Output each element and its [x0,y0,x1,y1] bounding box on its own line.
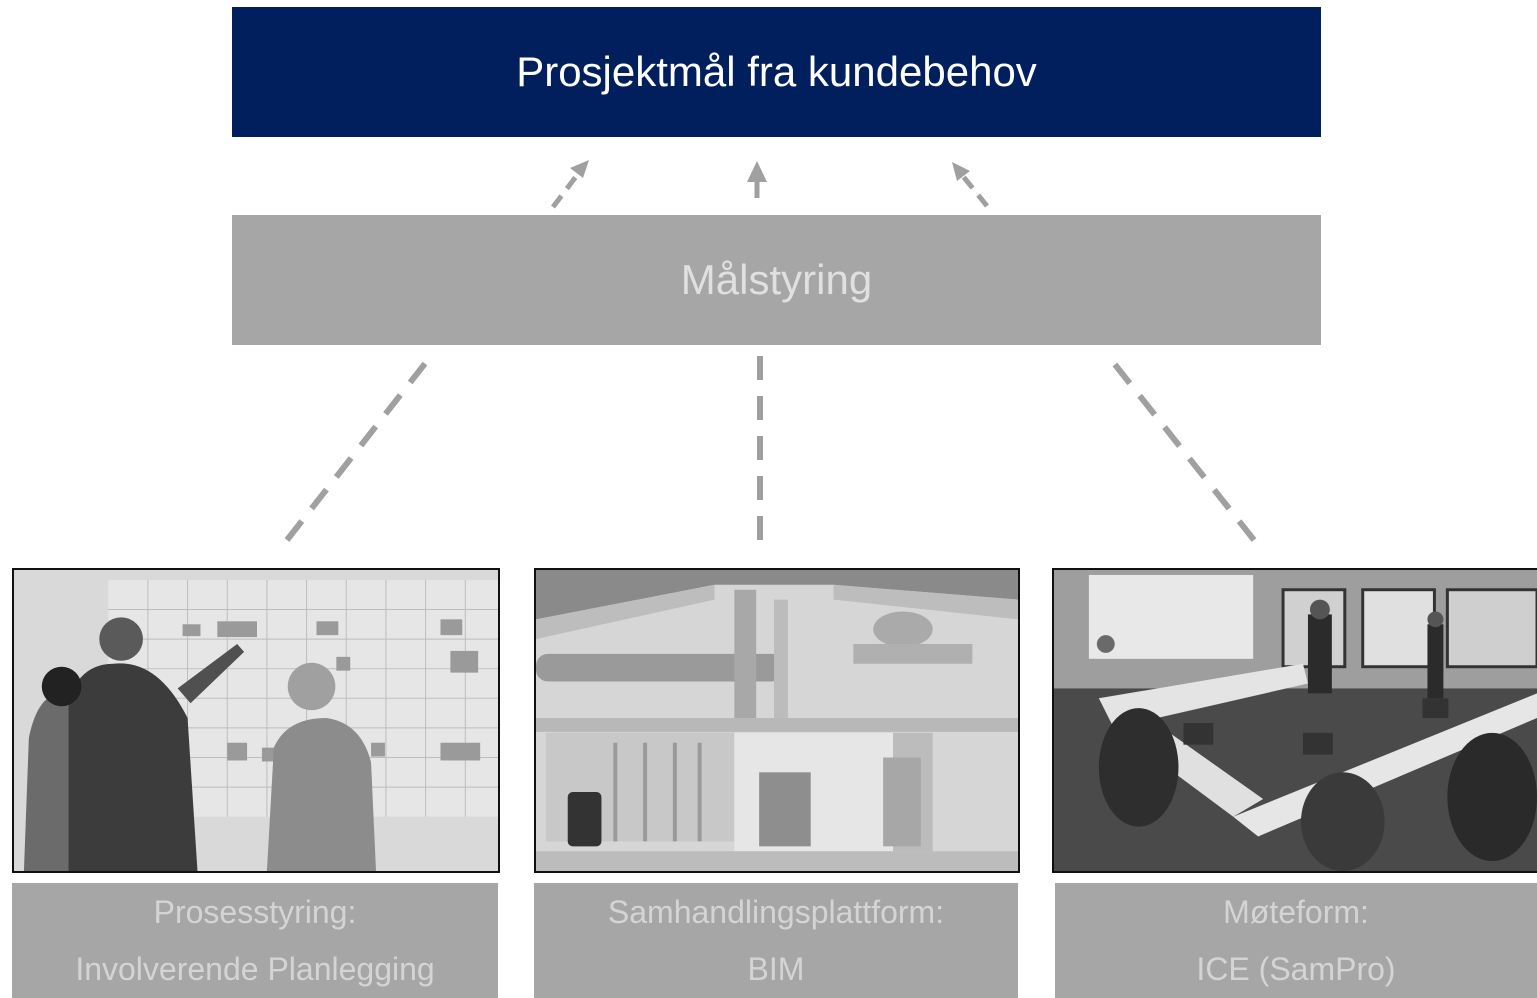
caption-collaboration-platform: Samhandlingsplattform: BIM [534,883,1018,998]
goal-label: Prosjektmål fra kundebehov [516,48,1037,95]
ice-meeting-room-photo [1052,568,1537,873]
arrow-left-head [570,160,589,178]
caption-process-line2: Involverende Planlegging [75,950,435,987]
caption-meeting-form: Møteform: ICE (SamPro) [1055,883,1537,998]
caption-platform-line1: Samhandlingsplattform: [607,893,945,930]
planning-wall-photo [12,568,500,873]
bim-model-render [534,568,1020,873]
caption-platform-line2: BIM [747,950,805,987]
arrow-left-to-goal [551,164,586,209]
caption-meeting-line1: Møteform: [1223,893,1369,930]
caption-process-control: Prosesstyring: Involverende Planlegging [12,883,498,998]
dashed-left [284,350,437,542]
caption-process-line1: Prosesstyring: [153,893,357,930]
goal-box: Prosjektmål fra kundebehov [232,7,1321,137]
steering-label: Målstyring [680,256,873,303]
arrow-right-to-goal [956,168,989,208]
steering-box: Målstyring [232,215,1321,345]
caption-meeting-line2: ICE (SamPro) [1196,950,1396,987]
arrow-right-head [952,162,970,181]
dashed-right [1102,350,1257,542]
arrow-mid-head [747,161,767,182]
